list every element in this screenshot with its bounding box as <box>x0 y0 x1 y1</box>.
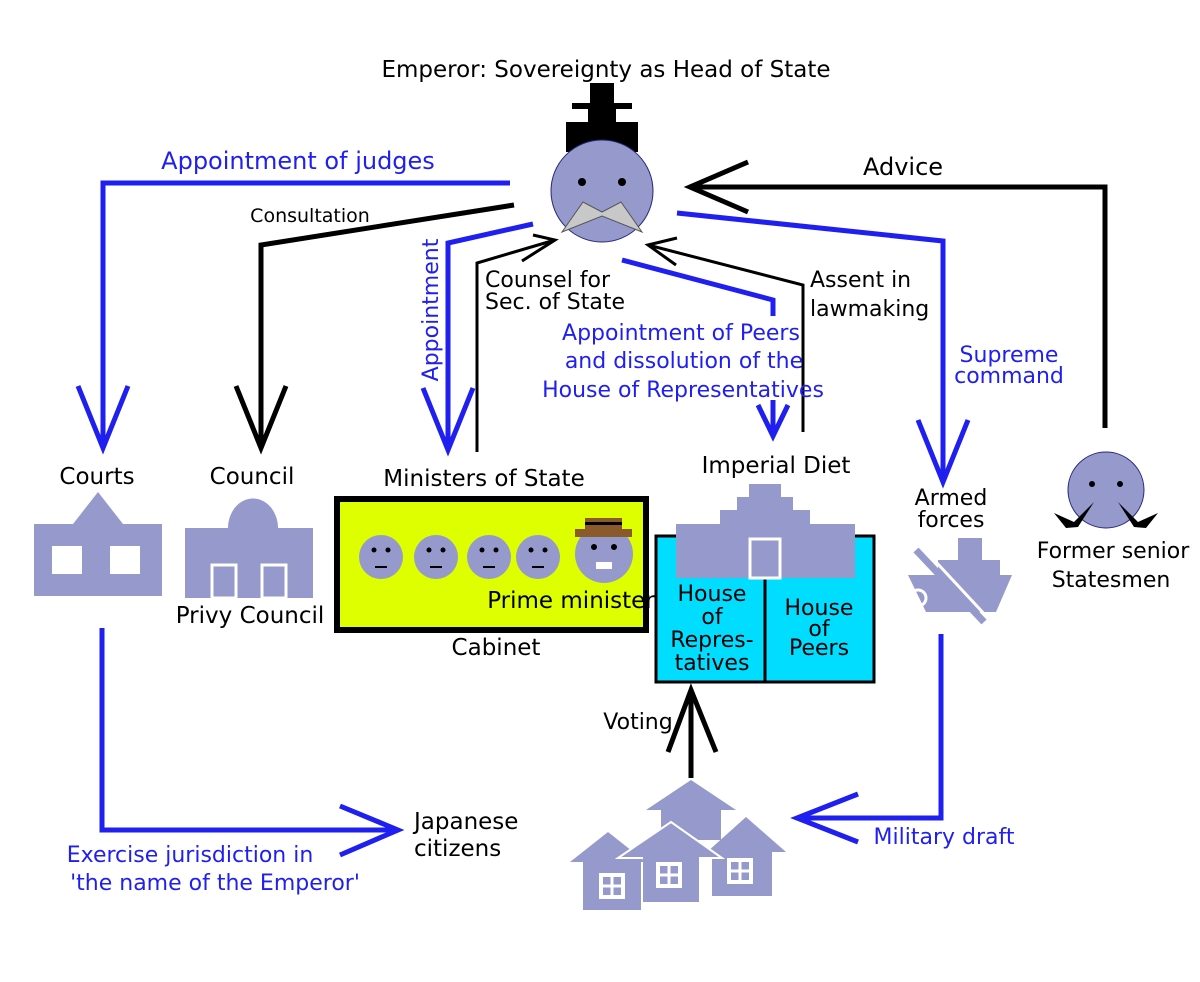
assent-arrowhead <box>644 236 678 267</box>
jurisdiction-line2: 'the name of the Emperor' <box>70 871 360 896</box>
prime-minister-face <box>575 518 633 583</box>
consultation-label: Consultation <box>250 205 370 227</box>
council-label: Council <box>210 464 295 490</box>
counsel-label-line1: Counsel for <box>485 268 611 293</box>
armed-forces-line2: forces <box>918 508 985 533</box>
voting-arrowhead <box>665 683 719 753</box>
supreme-command-line2: command <box>954 364 1064 389</box>
former-statesmen-line2: Statesmen <box>1052 568 1171 593</box>
assent-label-line1: Assent in <box>810 268 911 293</box>
imperial-diet-icon <box>654 484 876 684</box>
citizens-houses-icon <box>570 780 786 910</box>
former-statesmen-line1: Former senior <box>1037 539 1191 564</box>
house-peers-line1: House <box>785 596 854 621</box>
citizens-line1: Japanese <box>412 809 518 835</box>
counsel-label-line2: Sec. of State <box>485 290 625 315</box>
advice-arrow <box>690 184 1108 428</box>
supreme-command-arrowhead <box>915 419 971 489</box>
military-draft-arrowhead <box>790 791 859 845</box>
house-peers-line3: Peers <box>789 636 849 661</box>
appointment-peers-arrow <box>621 257 776 316</box>
emperor-figure <box>550 83 654 243</box>
former-statesmen-icon <box>1054 451 1158 529</box>
supreme-command-arrow <box>676 210 946 482</box>
cabinet-box <box>334 496 649 633</box>
consultation-arrow <box>258 202 515 448</box>
counsel-arrowhead <box>521 233 559 263</box>
assent-label-line2: lawmaking <box>810 297 929 322</box>
minister-faces <box>359 535 560 579</box>
jurisdiction-arrow <box>99 628 398 833</box>
voting-label: Voting <box>603 710 672 735</box>
courts-icon <box>34 492 162 596</box>
imperial-diet-label: Imperial Diet <box>702 453 851 479</box>
cabinet-label: Cabinet <box>452 635 541 661</box>
house-reps-line2: of <box>701 605 723 630</box>
supreme-command-line1: Supreme <box>960 343 1059 368</box>
military-draft-arrow <box>797 634 944 821</box>
appointment-label: Appointment <box>419 238 444 381</box>
privy-council-label: Privy Council <box>176 603 325 629</box>
armed-forces-icon <box>908 538 1012 625</box>
advice-label: Advice <box>863 153 943 181</box>
privy-council-icon <box>185 498 313 600</box>
jurisdiction-arrowhead <box>339 803 405 858</box>
courts-label: Courts <box>59 464 134 490</box>
jurisdiction-line1: Exercise jurisdiction in <box>67 843 314 868</box>
appointment-peers-arrowhead <box>755 403 791 442</box>
appointment-peers-line3: House of Representatives <box>542 378 824 403</box>
appointment-peers-line1: Appointment of Peers <box>562 321 800 346</box>
house-reps-line1: House <box>678 582 747 607</box>
armed-forces-line1: Armed <box>915 486 988 511</box>
house-peers-line2: of <box>808 617 830 642</box>
house-reps-line4: tatives <box>675 651 750 676</box>
diagram-title: Emperor: Sovereignty as Head of State <box>381 57 830 83</box>
advice-arrowhead <box>683 159 749 215</box>
citizens-line2: citizens <box>414 836 501 862</box>
appointment-ministers-arrow <box>445 221 534 450</box>
appointment-judges-arrow <box>100 180 510 448</box>
appointment-judges-arrowhead <box>75 385 131 455</box>
consultation-arrowhead <box>233 385 289 455</box>
assent-arrow <box>647 243 805 432</box>
ministers-label: Ministers of State <box>383 466 584 492</box>
counsel-arrow <box>475 238 556 452</box>
military-draft-label: Military draft <box>874 825 1015 850</box>
appointment-peers-line2: and dissolution of the <box>565 349 803 374</box>
appointment-ministers-arrowhead <box>420 387 476 457</box>
prime-minister-label: Prime minister <box>487 588 655 614</box>
appointment-judges-label: Appointment of judges <box>161 147 435 175</box>
house-reps-line3: Repres- <box>670 628 753 653</box>
